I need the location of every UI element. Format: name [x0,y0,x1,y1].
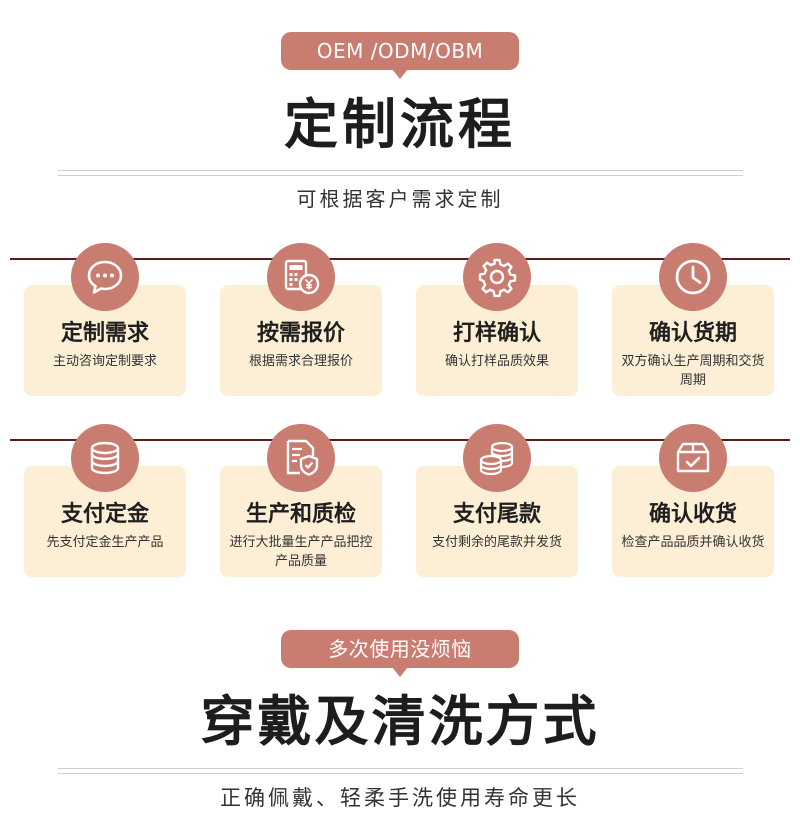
step-title: 打样确认 [452,321,541,346]
step-desc: 主动咨询定制要求 [52,354,157,369]
row2-line [10,439,790,441]
clock-icon [659,243,727,311]
usage-pill: 多次使用没烦恼 [281,630,519,677]
gear-icon [463,243,531,311]
step-desc: 进行大批量生产产品把控产品质量 [229,535,373,569]
process-title: 定制流程 [284,93,516,156]
title-divider [58,768,743,774]
step-desc: 确认打样品质效果 [444,354,549,369]
wear-wash-title: 穿戴及清洗方式 [200,690,600,753]
document-shield-icon [267,424,335,492]
step-title: 定制需求 [60,321,149,346]
title-divider [58,170,743,176]
oem-pill-label: OEM /ODM/OBM [316,39,484,63]
step-desc: 支付剩余的尾款并发货 [431,535,562,550]
row1-line [10,258,790,260]
process-subtitle: 可根据客户需求定制 [296,187,504,211]
oem-pill: OEM /ODM/OBM [281,32,519,79]
step-title: 支付定金 [60,502,149,527]
calculator-yen-icon [267,243,335,311]
step-desc: 先支付定金生产产品 [46,535,164,550]
step-title: 确认货期 [648,321,737,346]
step-title: 按需报价 [256,321,345,346]
step-desc: 根据需求合理报价 [248,354,353,369]
step-title: 确认收货 [648,502,737,527]
chat-bubble-icon [71,243,139,311]
step-title: 生产和质检 [245,502,356,527]
step-desc: 检查产品品质并确认收货 [621,535,765,550]
coins-icon [463,424,531,492]
pill-pointer [392,69,408,79]
step-desc: 双方确认生产周期和交货周期 [621,354,765,388]
step-title: 支付尾款 [452,502,541,527]
wear-wash-subtitle: 正确佩戴、轻柔手洗使用寿命更长 [220,786,580,810]
coin-stack-icon [71,424,139,492]
step-card: 定制需求 主动咨询定制要求 [24,285,186,396]
usage-pill-label: 多次使用没烦恼 [328,637,472,661]
box-check-icon [659,424,727,492]
pill-pointer [392,667,408,677]
